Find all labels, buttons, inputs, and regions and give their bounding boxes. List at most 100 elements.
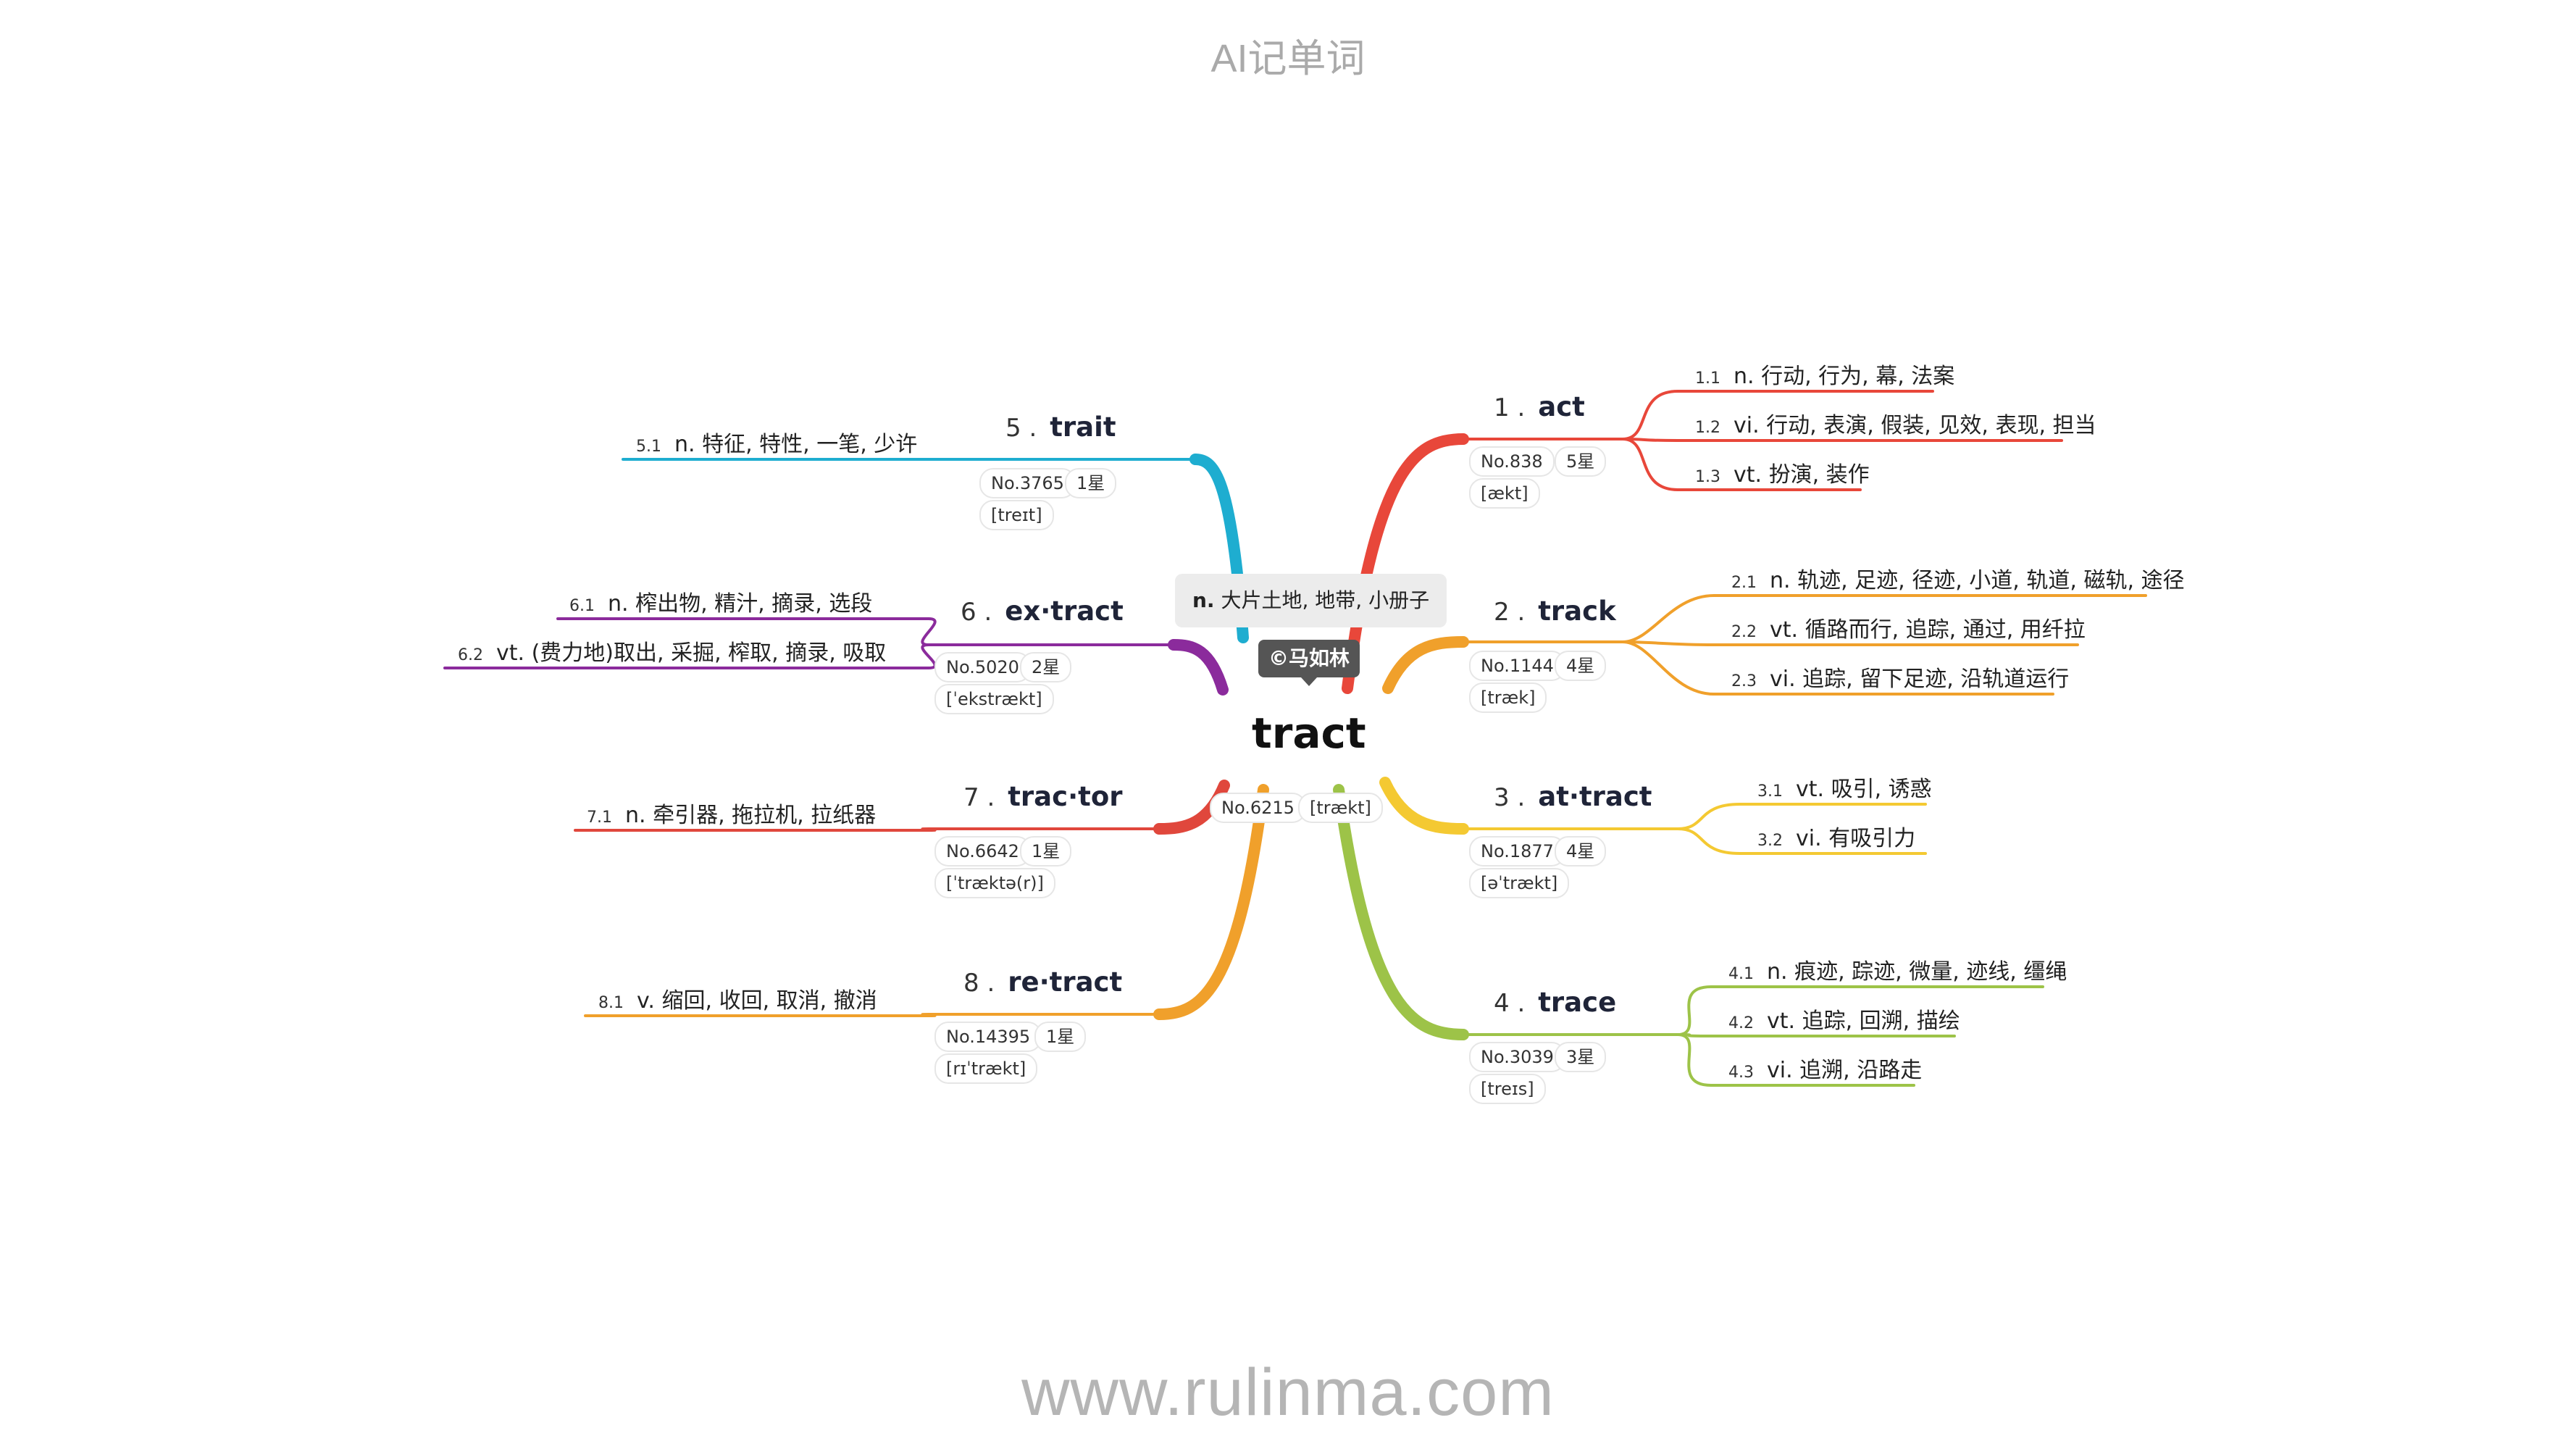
branch-8-stars-badge: 1星	[1034, 1022, 1087, 1052]
branch-7-number-badge: No.6642	[934, 836, 1031, 867]
meaning-index: 4.1	[1728, 965, 1754, 983]
branch-7-phonetic-badge: [ˈtræktə(r)]	[934, 868, 1055, 898]
branch-3-number: 3 .	[1494, 783, 1526, 812]
meaning-4.2-link	[1676, 1033, 1956, 1037]
branch-5-number-badge: No.3765	[979, 468, 1076, 498]
meaning-item: 1.1 n. 行动, 行为, 幕, 法案	[1695, 358, 1954, 390]
branch-6-word[interactable]: ex·tract	[1005, 596, 1124, 627]
meaning-text: vi. 有吸引力	[1796, 826, 1916, 851]
branch-4-curve	[1333, 784, 1469, 1040]
site-url: www.rulinma.com	[1021, 1356, 1555, 1429]
center-word[interactable]: tract	[1252, 709, 1366, 758]
center-meaning-box: n. 大片土地, 地带, 小册子	[1175, 574, 1447, 627]
meaning-1.3-link	[1621, 438, 1862, 491]
branch-8-curve	[1153, 784, 1269, 1020]
branch-5-word[interactable]: trait	[1050, 412, 1116, 443]
meaning-3.2-link	[1676, 827, 1927, 855]
meaning-index: 1.2	[1695, 419, 1720, 437]
branch-7-stars-badge: 1星	[1020, 836, 1072, 867]
meaning-item: 3.2 vi. 有吸引力	[1757, 820, 1915, 852]
branch-1-title[interactable]: 1 . act	[1494, 391, 1585, 422]
meaning-text: vt. 吸引, 诱惑	[1796, 777, 1932, 802]
branch-7-title[interactable]: 7 .trac·tor	[963, 781, 1123, 812]
meaning-index: 1.1	[1695, 369, 1720, 388]
meaning-text: vt. (费力地)取出, 采掘, 榨取, 摘录, 吸取	[496, 640, 887, 666]
meaning-3.1-link	[1676, 803, 1927, 830]
branch-2-title[interactable]: 2 . track	[1494, 596, 1616, 627]
center-meaning: 大片土地, 地带, 小册子	[1221, 588, 1430, 612]
branch-4-title[interactable]: 4 . trace	[1494, 987, 1616, 1018]
meaning-text: vt. 追踪, 回溯, 描绘	[1767, 1009, 1960, 1034]
meaning-index: 6.1	[569, 597, 595, 615]
branch-4-number-badge: No.3039	[1469, 1042, 1565, 1072]
branch-5-number: 5 .	[1005, 414, 1037, 443]
meaning-index: 3.1	[1757, 782, 1783, 801]
branch-1-number: 1 .	[1494, 393, 1526, 422]
branch-1-phonetic-badge: [ækt]	[1469, 478, 1540, 509]
meaning-text: n. 特征, 特性, 一笔, 少许	[674, 432, 918, 457]
meaning-2.3-link	[1621, 640, 2054, 696]
branch-2-stars-badge: 4星	[1555, 651, 1607, 681]
app-title: AI记单词	[1210, 37, 1366, 80]
meaning-index: 5.1	[636, 438, 661, 456]
center-pos: n.	[1192, 588, 1215, 612]
branch-4-phonetic-badge: [treɪs]	[1469, 1074, 1546, 1104]
meaning-text: n. 榨出物, 精汁, 摘录, 选段	[608, 591, 873, 617]
branch-6-curve	[1168, 639, 1229, 696]
branch-4-word[interactable]: trace	[1538, 987, 1617, 1018]
branch-6-phonetic-badge: [ˈekstrækt]	[934, 684, 1054, 714]
branch-4-number: 4 .	[1494, 989, 1526, 1018]
branch-2-number: 2 .	[1494, 598, 1526, 627]
meaning-2.2-link	[1621, 640, 2079, 646]
branch-8-number-badge: No.14395	[934, 1022, 1042, 1052]
meaning-2.1-link	[1621, 594, 2147, 643]
meaning-8.1-link	[584, 1013, 937, 1017]
center-number-badge: No.6215	[1210, 793, 1306, 823]
branch-3-number-badge: No.1877	[1469, 836, 1565, 867]
branch-6-number-badge: No.5020	[934, 652, 1031, 682]
meaning-text: vt. 扮演, 装作	[1734, 462, 1870, 488]
meaning-text: n. 牵引器, 拖拉机, 拉纸器	[625, 803, 877, 828]
branch-2-phonetic-badge: [træk]	[1469, 682, 1547, 713]
meaning-4.1-link	[1676, 985, 2044, 1036]
branch-8-number: 8 .	[963, 969, 995, 998]
meaning-text: n. 轨迹, 足迹, 径迹, 小道, 轨道, 磁轨, 途径	[1770, 568, 2185, 593]
meaning-item: 5.1 n. 特征, 特性, 一笔, 少许	[636, 426, 917, 458]
meaning-text: vi. 行动, 表演, 假装, 见效, 表现, 担当	[1734, 413, 2096, 438]
branch-1-curve	[1342, 433, 1469, 694]
meaning-1.1-link	[1621, 390, 1934, 440]
branch-1-word[interactable]: act	[1538, 391, 1585, 422]
branch-3-word[interactable]: at·tract	[1538, 781, 1652, 812]
meaning-index: 8.1	[598, 994, 624, 1012]
branch-1-number-badge: No.838	[1469, 446, 1555, 477]
branch-2-number-badge: No.1144	[1469, 651, 1565, 681]
copyright-tag: ©马如林	[1258, 640, 1360, 686]
branch-7-word[interactable]: trac·tor	[1008, 781, 1123, 812]
meaning-text: n. 痕迹, 踪迹, 微量, 迹线, 缰绳	[1767, 959, 2067, 985]
branch-1-stars-badge: 5星	[1555, 446, 1607, 477]
meaning-item: 3.1 vt. 吸引, 诱惑	[1757, 771, 1932, 803]
branch-3-title[interactable]: 3 . at·tract	[1494, 781, 1652, 812]
meaning-7.1-link	[574, 827, 937, 832]
meaning-text: vt. 循路而行, 追踪, 通过, 用纤拉	[1770, 617, 2086, 643]
meaning-4.3-link	[1676, 1033, 1915, 1087]
meaning-index: 2.3	[1731, 672, 1757, 690]
meaning-index: 3.2	[1757, 832, 1783, 850]
meaning-6.1-link	[556, 617, 937, 646]
branch-6-title[interactable]: 6 .ex·tract	[961, 596, 1124, 627]
branch-8-title[interactable]: 8 . re·tract	[963, 966, 1122, 998]
meaning-index: 4.3	[1728, 1064, 1754, 1082]
branch-8-word[interactable]: re·tract	[1008, 966, 1123, 998]
meaning-1.2-link	[1621, 438, 2063, 442]
center-phonetic-badge: [trækt]	[1298, 793, 1383, 823]
meaning-text: n. 行动, 行为, 幕, 法案	[1734, 364, 1955, 389]
branch-5-title[interactable]: 5 . trait	[1005, 412, 1116, 443]
branch-2-word[interactable]: track	[1538, 596, 1616, 627]
